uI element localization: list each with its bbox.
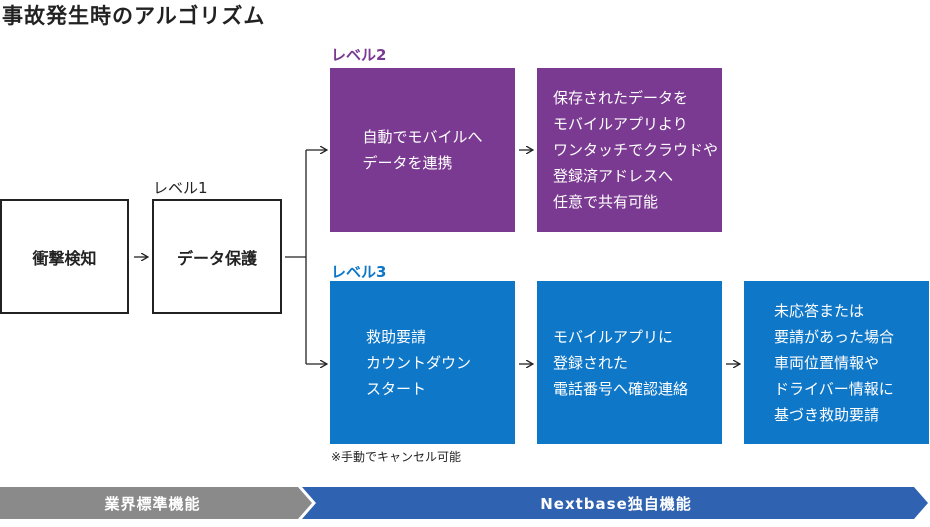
l2-share-text: 保存されたデータを モバイルアプリより ワンタッチでクラウドや 登録済アドレスへ… xyxy=(553,89,719,211)
cancel-note: ※手動でキャンセル可能 xyxy=(331,450,462,464)
impact-detection-text: 衝撃検知 xyxy=(32,248,97,268)
l3-info-box: 未応答または 要請があった場合 車両位置情報や ドライバー情報に 基づき救助要請 xyxy=(744,281,929,444)
level1-label: レベル1 xyxy=(153,179,208,197)
data-protection-box: データ保護 xyxy=(152,199,282,314)
banner-standard-label: 業界標準機能 xyxy=(104,495,201,513)
l2-auto-sync-text: 自動でモバイルへ データを連携 xyxy=(362,128,483,172)
l3-call-text: モバイルアプリに 登録された 電話番号へ確認連絡 xyxy=(553,327,689,398)
l3-call-box: モバイルアプリに 登録された 電話番号へ確認連絡 xyxy=(537,281,722,444)
l2-auto-sync-box: 自動でモバイルへ データを連携 xyxy=(330,68,515,232)
level3-label: レベル3 xyxy=(331,263,387,281)
l3-rescue-box: 救助要請 カウントダウン スタート xyxy=(330,281,515,444)
l2-share-box: 保存されたデータを モバイルアプリより ワンタッチでクラウドや 登録済アドレスへ… xyxy=(537,68,722,232)
l3-info-text: 未応答または 要請があった場合 車両位置情報や ドライバー情報に 基づき救助要請 xyxy=(774,301,895,424)
impact-detection-box: 衝撃検知 xyxy=(0,199,129,314)
page-title: 事故発生時のアルゴリズム xyxy=(2,4,266,28)
l3-rescue-text: 救助要請 カウントダウン スタート xyxy=(366,327,472,398)
level2-label: レベル2 xyxy=(331,46,387,64)
data-protection-text: データ保護 xyxy=(176,248,257,268)
banner-standard-shape xyxy=(0,487,312,519)
banner-nextbase-label: Nextbase独自機能 xyxy=(540,495,692,513)
banner-nextbase-shape xyxy=(302,487,928,519)
